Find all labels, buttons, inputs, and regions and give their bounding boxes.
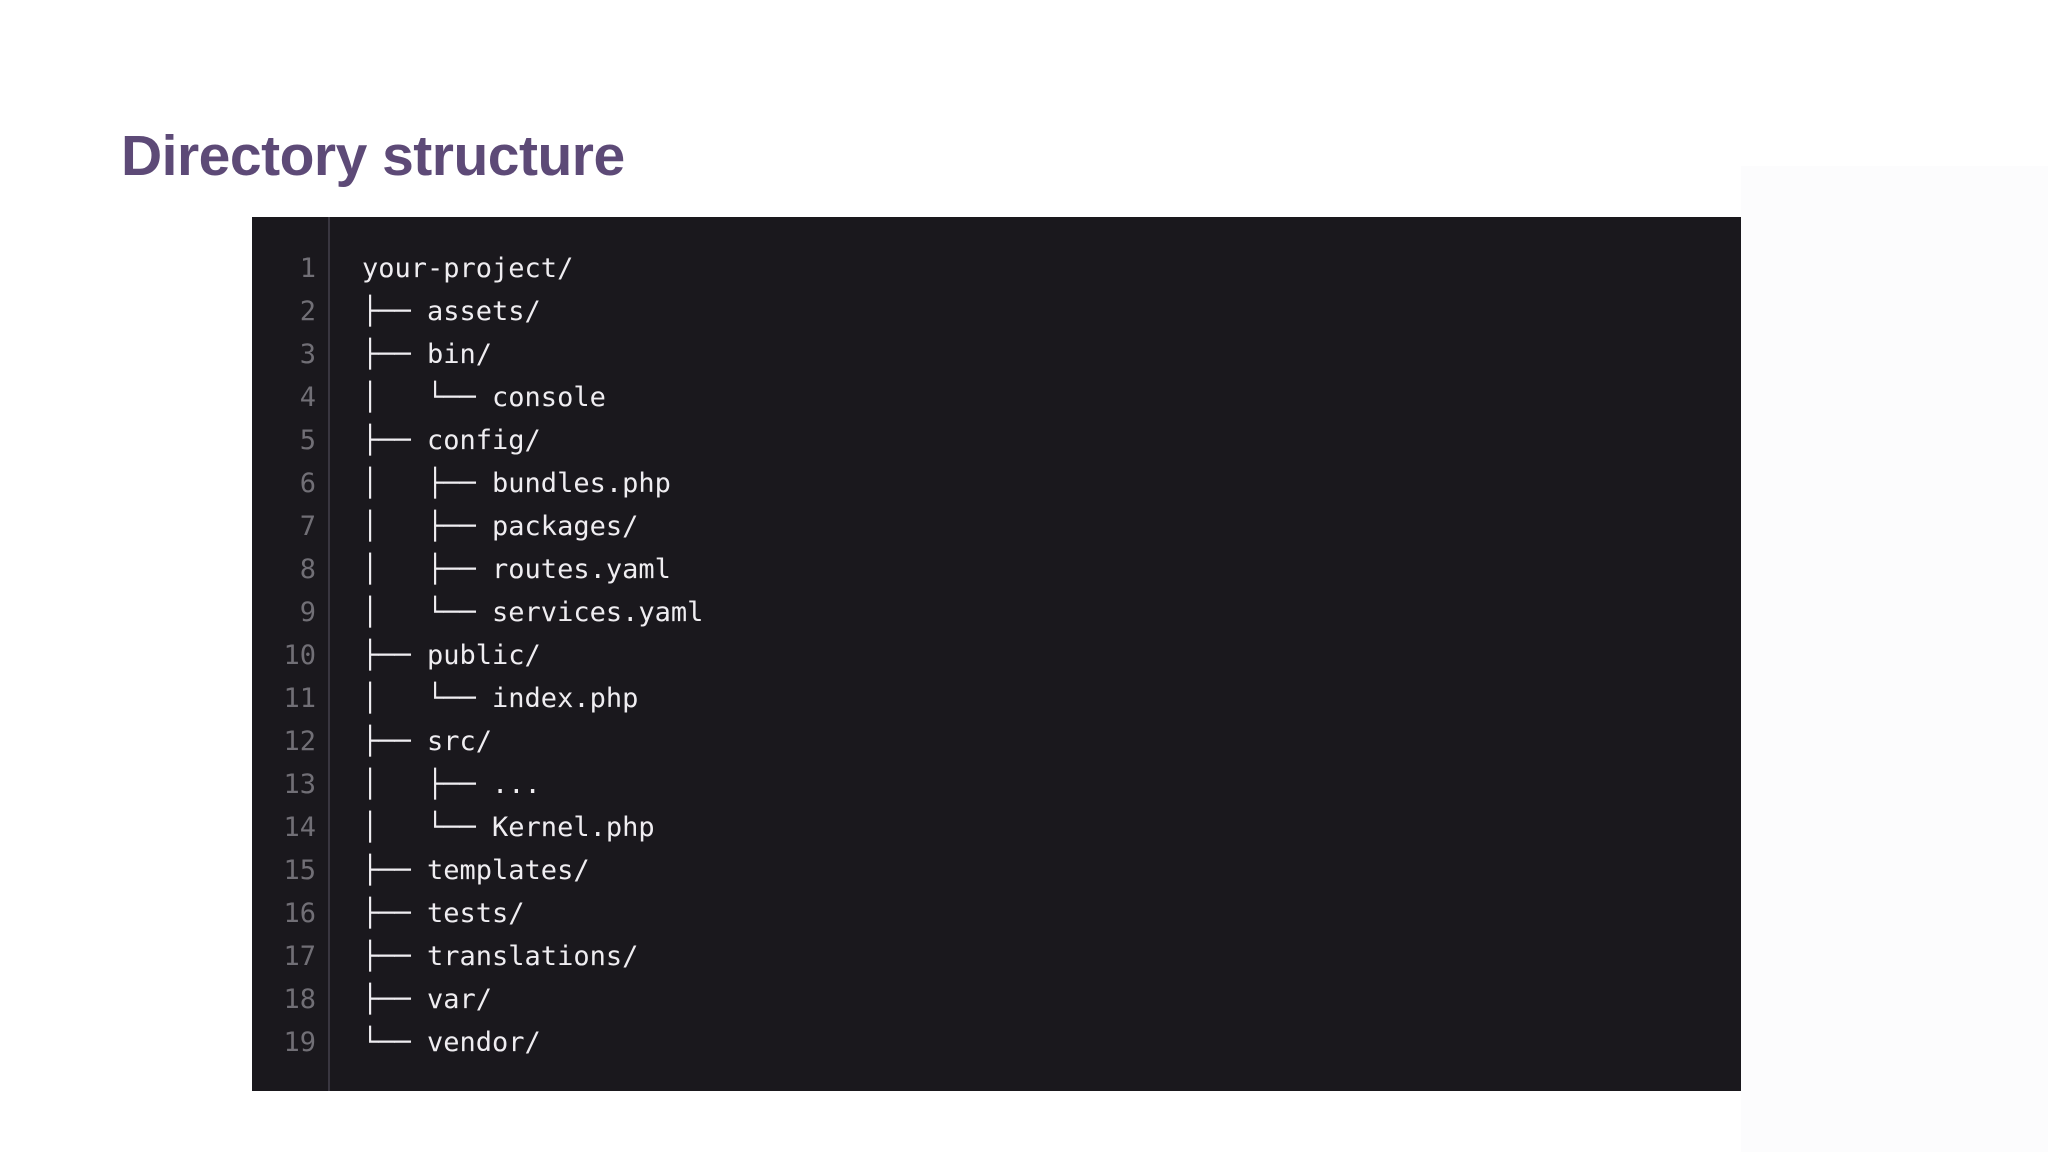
line-text: ├── src/ — [362, 726, 493, 757]
code-line: 5 ├── config/ — [252, 419, 1741, 462]
code-line: 7 │ ├── packages/ — [252, 505, 1741, 548]
line-number: 13 — [283, 769, 316, 800]
code-line: 18 ├── var/ — [252, 978, 1741, 1021]
line-number: 11 — [283, 683, 316, 714]
code-line: 19 └── vendor/ — [252, 1021, 1741, 1064]
page-title: Directory structure — [121, 124, 625, 188]
line-text: ├── tests/ — [362, 898, 525, 929]
code-lines: 1 your-project/ 2 ├── assets/ 3 ├── bin/… — [252, 247, 1741, 1064]
line-text: ├── public/ — [362, 640, 541, 671]
line-number: 10 — [283, 640, 316, 671]
line-text: ├── bin/ — [362, 339, 493, 370]
line-number: 8 — [299, 554, 316, 585]
line-text: │ ├── bundles.php — [362, 468, 671, 499]
line-text: │ └── services.yaml — [362, 597, 704, 628]
code-line: 2 ├── assets/ — [252, 290, 1741, 333]
line-text: │ ├── routes.yaml — [362, 554, 671, 585]
code-line: 14 │ └── Kernel.php — [252, 806, 1741, 849]
line-number: 4 — [299, 382, 316, 413]
line-text: │ ├── packages/ — [362, 511, 639, 542]
line-text: your-project/ — [362, 253, 574, 284]
code-line: 4 │ └── console — [252, 376, 1741, 419]
line-text: └── vendor/ — [362, 1027, 541, 1058]
code-line: 16 ├── tests/ — [252, 892, 1741, 935]
code-line: 6 │ ├── bundles.php — [252, 462, 1741, 505]
code-block: 1 your-project/ 2 ├── assets/ 3 ├── bin/… — [252, 217, 1741, 1091]
line-text: │ └── Kernel.php — [362, 812, 655, 843]
line-text: ├── config/ — [362, 425, 541, 456]
line-text: ├── assets/ — [362, 296, 541, 327]
line-number: 16 — [283, 898, 316, 929]
code-line: 3 ├── bin/ — [252, 333, 1741, 376]
code-line: 10 ├── public/ — [252, 634, 1741, 677]
line-number: 18 — [283, 984, 316, 1015]
line-text: ├── translations/ — [362, 941, 639, 972]
code-line: 1 your-project/ — [252, 247, 1741, 290]
line-number: 15 — [283, 855, 316, 886]
line-number: 3 — [299, 339, 316, 370]
line-text: │ └── console — [362, 382, 606, 413]
line-text: │ ├── ... — [362, 769, 541, 800]
line-number: 12 — [283, 726, 316, 757]
background-seam — [1741, 166, 2048, 1152]
line-number: 6 — [299, 468, 316, 499]
line-text: │ └── index.php — [362, 683, 639, 714]
line-number: 1 — [299, 253, 316, 284]
line-number: 5 — [299, 425, 316, 456]
line-number: 9 — [299, 597, 316, 628]
code-line: 17 ├── translations/ — [252, 935, 1741, 978]
code-line: 15 ├── templates/ — [252, 849, 1741, 892]
code-line: 8 │ ├── routes.yaml — [252, 548, 1741, 591]
code-line: 9 │ └── services.yaml — [252, 591, 1741, 634]
line-text: ├── var/ — [362, 984, 493, 1015]
code-line: 11 │ └── index.php — [252, 677, 1741, 720]
code-line: 13 │ ├── ... — [252, 763, 1741, 806]
line-number: 14 — [283, 812, 316, 843]
line-number: 7 — [299, 511, 316, 542]
line-text: ├── templates/ — [362, 855, 590, 886]
gutter-divider — [328, 217, 330, 1091]
line-number: 19 — [283, 1027, 316, 1058]
code-line: 12 ├── src/ — [252, 720, 1741, 763]
line-number: 2 — [299, 296, 316, 327]
line-number: 17 — [283, 941, 316, 972]
